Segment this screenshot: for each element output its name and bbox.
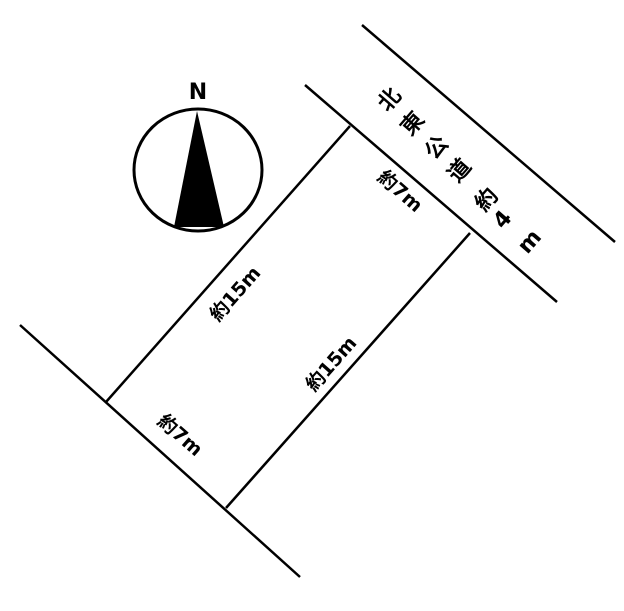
compass-north-label: N (189, 80, 207, 105)
north-arrow-icon (174, 111, 224, 227)
road-inner-edge (304, 84, 558, 303)
road-label-char: 北 (373, 83, 406, 116)
plot-length-label-2: 約15m (301, 332, 361, 396)
road-label-char: 公 (420, 131, 453, 164)
plot-width-label-road: 約7m (373, 165, 427, 216)
road-label-char: 東 (396, 107, 429, 140)
north-compass: N (132, 80, 264, 233)
plot-side-left (105, 125, 351, 403)
plot-side-right (225, 232, 471, 509)
road-label-char: 道 (443, 154, 477, 188)
plot-length-label-1: 約15m (205, 262, 265, 326)
road-label-char: m (513, 225, 547, 259)
rear-boundary-line (19, 324, 301, 578)
road-outer-edge (361, 24, 616, 243)
